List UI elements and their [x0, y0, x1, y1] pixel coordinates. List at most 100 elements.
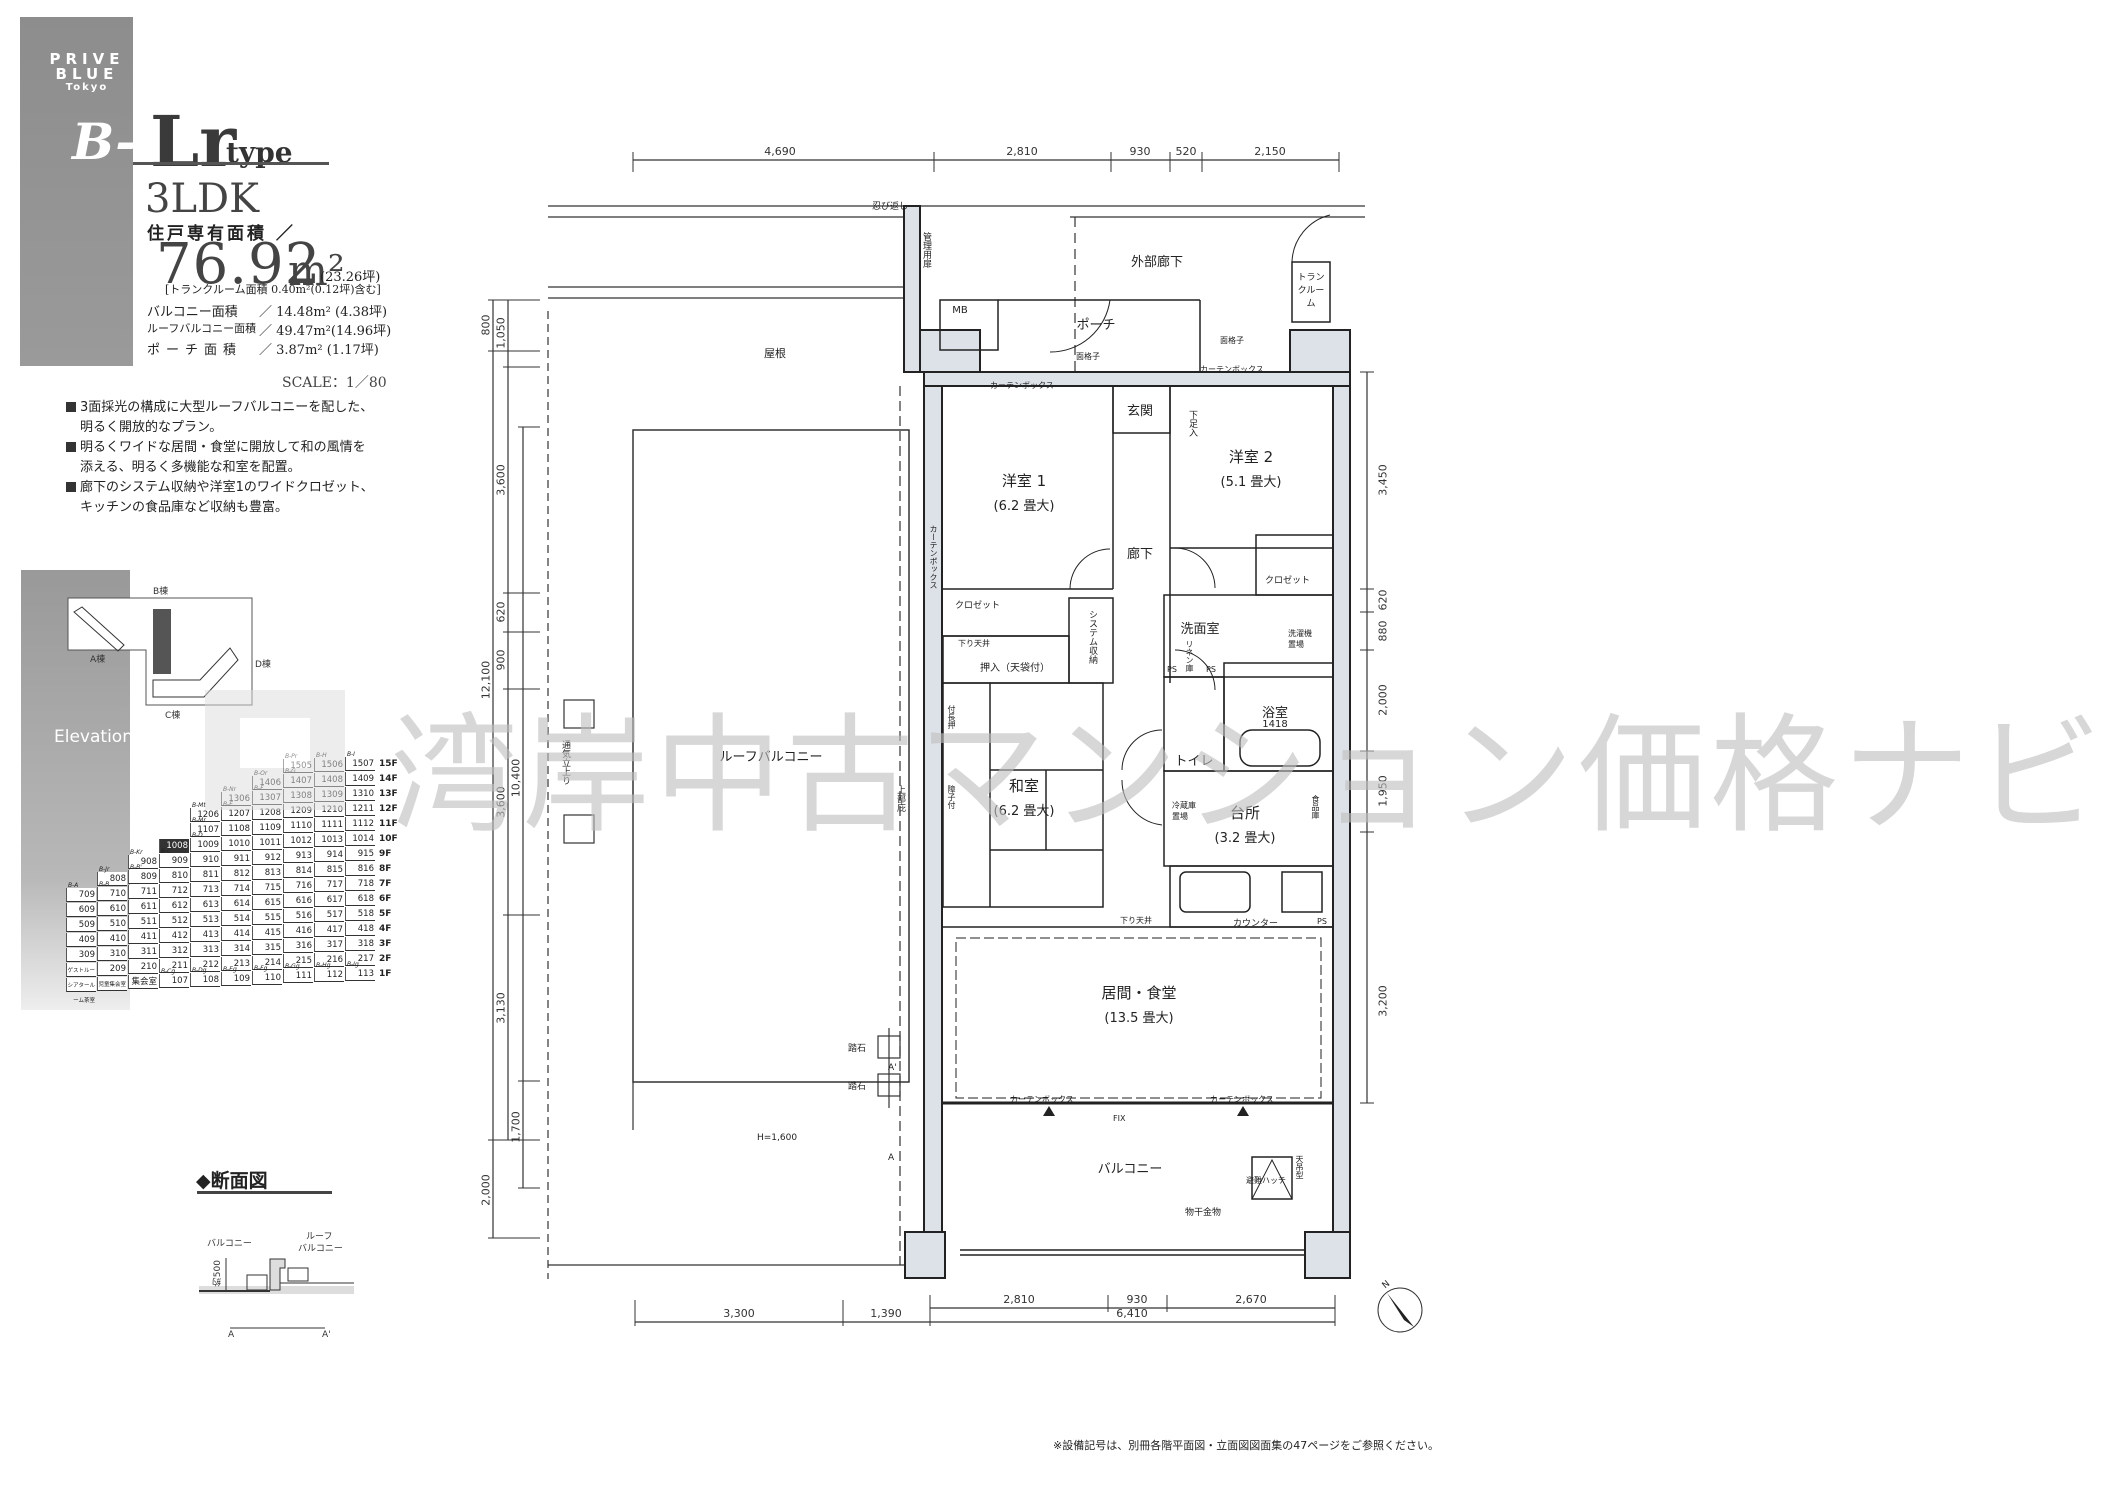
unit-number: 413: [202, 930, 219, 940]
dim-right: 880: [1376, 620, 1390, 642]
elevation-unit: 516: [283, 909, 313, 924]
label-closet: クロゼット: [1265, 576, 1311, 586]
label-ps: PS: [1167, 665, 1177, 674]
dim-top: 4,690: [764, 145, 796, 158]
logo-line2: BLUE: [55, 65, 119, 83]
elevation-unit: 514: [221, 911, 251, 926]
room-name: 洋室 1: [1001, 472, 1047, 490]
unit-number: 718: [357, 879, 374, 889]
unit-number: 616: [295, 896, 312, 907]
elevation-unit: 410: [97, 931, 127, 946]
room-western-2: 洋室 2(5.1 畳大): [1221, 446, 1282, 490]
unit-number: 214: [264, 957, 281, 968]
section-roof-label-1: ルーフ: [306, 1232, 333, 1242]
unit-number: 512: [171, 916, 188, 927]
unit-number: 310: [109, 948, 126, 959]
dim-left: 800: [479, 314, 493, 336]
section-a-prime-label: A': [322, 1330, 331, 1340]
unit-number: 910: [202, 855, 219, 865]
area-row-label: ルーフバルコニー面積: [147, 322, 257, 335]
label-section-a-prime: A': [888, 1063, 897, 1073]
unit-type: B-Dg: [192, 967, 207, 974]
label-section-a: A: [888, 1153, 895, 1163]
label-lowered-ceiling: 下り天井: [958, 639, 990, 648]
unit-number: 712: [171, 886, 188, 897]
section-roof-label-2: バルコニー: [298, 1244, 343, 1254]
unit-type: B-B': [130, 864, 142, 872]
label-system-storage: システム収納: [1087, 610, 1097, 664]
elevation-unit: 912: [252, 850, 282, 865]
unit-number: 112: [326, 970, 343, 981]
dim-bottom: 6,410: [1116, 1307, 1148, 1320]
unit-number: 107: [171, 976, 188, 987]
feature-line: 明るく開放的なプラン。: [80, 420, 223, 435]
unit-number: 215: [295, 956, 312, 967]
elevation-unit: 209: [97, 961, 127, 976]
elevation-unit: 1108: [221, 821, 251, 836]
elevation-unit: 815: [314, 863, 344, 878]
unit-number: 108: [202, 975, 219, 985]
unit-number: 1011: [259, 837, 281, 848]
building-cd-outline: [152, 647, 239, 698]
room-name: 洋室 2: [1228, 448, 1274, 466]
elevation-unit: シアタールーム茶室: [66, 977, 96, 1004]
dim-left: 1,700: [509, 1111, 523, 1143]
elevation-unit: 515: [252, 910, 282, 925]
bullet-square-icon: [66, 402, 76, 412]
elevation-unit: 1014: [345, 832, 375, 846]
feature-line: キッチンの食品庫など収納も豊富。: [80, 500, 289, 515]
elevation-unit: 813: [252, 865, 282, 880]
elevation-unit: 314: [221, 941, 251, 956]
unit-number: 1409: [352, 774, 374, 784]
label-stepping-stone: 踏石: [848, 1082, 867, 1092]
elevation-unit: 418: [345, 922, 375, 936]
elevation-table: 709B-A609509409309ゲストルームシアタールーム茶室808B-Jr…: [66, 745, 406, 1004]
unit-number: 1108: [228, 823, 250, 834]
room-name: 居間・食堂: [1101, 984, 1177, 1002]
elevation-unit: 217: [345, 952, 375, 966]
label-grille: 面格子: [1220, 336, 1244, 345]
elevation-unit: 317: [314, 938, 344, 953]
room-roof-balcony: ルーフバルコニー: [719, 750, 823, 765]
elevation-unit: 309: [66, 947, 96, 962]
floor-label: 2F: [379, 954, 392, 964]
mb-label: MB: [952, 305, 968, 316]
floor-label: 3F: [379, 939, 392, 949]
unit-type: B-C: [161, 848, 172, 856]
unit-number: 808: [109, 873, 126, 884]
brand-logo: PRIVE BLUE Tokyo: [42, 52, 132, 94]
dim-top: 2,810: [1006, 145, 1038, 158]
unit-type: B-Eg: [223, 965, 237, 973]
elevation-unit: 513: [190, 913, 220, 927]
elevation-unit: 712: [159, 884, 189, 899]
unit-number: 509: [78, 919, 95, 930]
unit-number: 815: [326, 865, 343, 876]
unit-number: 518: [357, 909, 374, 919]
dim-top: 2,150: [1254, 145, 1286, 158]
unit-type: B-D: [192, 832, 203, 839]
elevation-unit: 311: [128, 945, 158, 960]
label-shoji: 障子付: [947, 785, 956, 809]
elevation-unit: 517: [314, 908, 344, 923]
unit-number: 418: [357, 924, 374, 934]
floor-label: 9F: [379, 849, 392, 859]
elevation-unit: 1013: [314, 833, 344, 848]
dim-right: 3,200: [1376, 985, 1390, 1017]
elevation-unit: 510: [97, 916, 127, 931]
unit-number: 716: [295, 881, 312, 892]
label-grille: 面格子: [1076, 352, 1100, 361]
dim-bottom: 2,670: [1235, 1293, 1267, 1306]
floor-label: 6F: [379, 894, 392, 904]
dim-left: 1,050: [494, 317, 508, 349]
site-label-a: A棟: [90, 655, 106, 665]
room-living-dining: 居間・食堂(13.5 畳大): [1101, 982, 1176, 1026]
dim-right: 2,000: [1376, 684, 1390, 716]
dim-left: 3,130: [494, 992, 508, 1024]
unit-type: B-Hg: [316, 962, 331, 970]
label-lowered-ceiling: 下り天井: [1120, 916, 1152, 925]
elevation-unit: 313: [190, 943, 220, 957]
unit-number: 909: [171, 856, 188, 867]
area-row-porch: ポーチ面積／ 3.87m² (1.17坪): [147, 339, 379, 358]
room-western-1: 洋室 1(6.2 畳大): [994, 470, 1055, 514]
